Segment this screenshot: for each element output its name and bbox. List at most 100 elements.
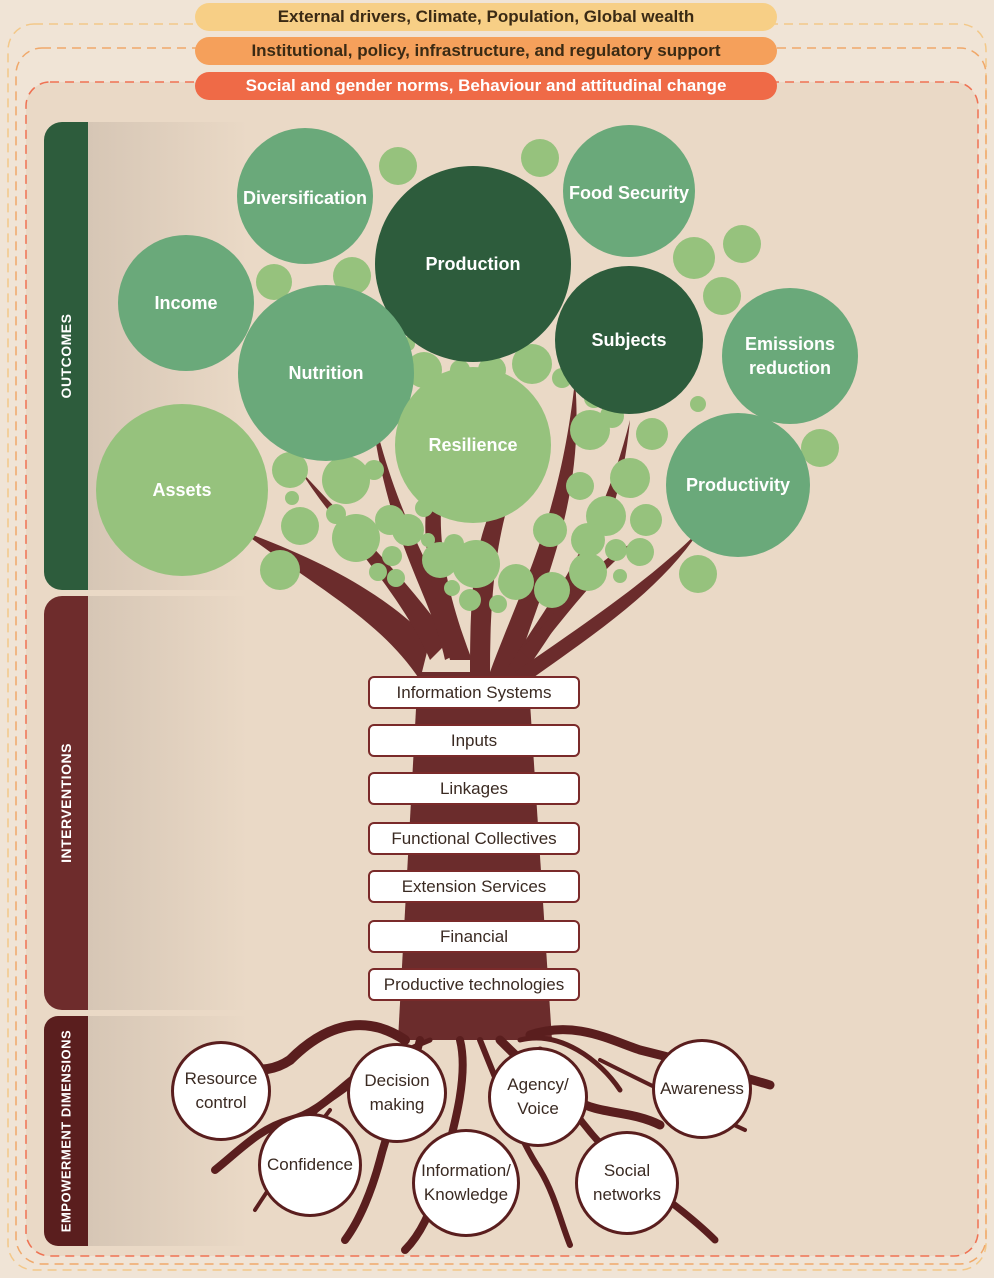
small-bubble: [636, 418, 668, 450]
empowerment-circle: [488, 1047, 588, 1147]
outcome-bubbles: [96, 125, 858, 576]
empowerment-label: Social networks: [593, 1159, 661, 1207]
small-bubble: [256, 264, 292, 300]
outcome-bubble-resilience: [395, 367, 551, 523]
small-bubble: [610, 458, 650, 498]
outcome-label-line: Productivity: [685, 475, 791, 495]
small-bubble: [690, 396, 706, 412]
outcome-bubble-productivity: [666, 413, 810, 557]
small-bubble: [387, 569, 405, 587]
small-bubble: [379, 147, 417, 185]
small-bubble: [260, 550, 300, 590]
empowerment-bar: [44, 1016, 88, 1246]
small-bubble: [382, 546, 402, 566]
outcome-bubble-emissions-reduction: [722, 288, 858, 424]
small-bubble: [679, 555, 717, 593]
small-bubble: [569, 553, 607, 591]
outcome-label-line: Emissions: [744, 334, 836, 354]
outcome-bubble-subjects: [555, 266, 703, 414]
outcome-label: Nutrition: [289, 361, 364, 385]
small-bubble: [512, 344, 552, 384]
outcome-bubble-production: [375, 166, 571, 362]
small-bubble: [566, 472, 594, 500]
empowerment-label-line: making: [369, 1095, 425, 1114]
intervention-item: Information Systems: [368, 676, 580, 709]
small-bubble: [570, 410, 610, 450]
empowerment-circle: [258, 1113, 362, 1217]
small-bubble: [605, 539, 627, 561]
intervention-item: Financial: [368, 920, 580, 953]
band-social-norms: Social and gender norms, Behaviour and a…: [195, 72, 777, 100]
intervention-item: Productive technologies: [368, 968, 580, 1001]
outcome-label-line: Nutrition: [288, 363, 364, 383]
intervention-item: Extension Services: [368, 870, 580, 903]
empowerment-label: Decision making: [364, 1069, 429, 1117]
outcome-label: Subjects: [591, 328, 666, 352]
empowerment-circle: [412, 1129, 520, 1237]
outcome-label-line: Diversification: [242, 188, 368, 208]
empowerment-label-line: Decision: [364, 1071, 430, 1090]
outcome-label: Income: [154, 291, 217, 315]
empowerment-circle: [347, 1043, 447, 1143]
band-institutional-support: Institutional, policy, infrastructure, a…: [195, 37, 777, 65]
outcome-label: Diversification: [243, 186, 367, 210]
small-bubble: [452, 540, 500, 588]
small-bubble: [498, 564, 534, 600]
interventions-bar: [44, 596, 88, 1010]
small-bubble: [392, 514, 424, 546]
outcome-label-line: Resilience: [428, 435, 518, 455]
small-bubble: [571, 523, 605, 557]
outcome-label-line: Income: [154, 293, 218, 313]
small-bubble: [369, 563, 387, 581]
empowerment-label-line: Information/: [421, 1161, 511, 1180]
small-bubble: [444, 580, 460, 596]
small-bubble: [281, 507, 319, 545]
empowerment-label-line: Agency/: [507, 1075, 569, 1094]
small-bubble: [801, 429, 839, 467]
empowerment-circle: [652, 1039, 752, 1139]
small-bubble: [333, 257, 371, 295]
outcome-label-line: Subjects: [591, 330, 667, 350]
empowerment-label: Awareness: [660, 1077, 744, 1101]
small-bubble: [534, 572, 570, 608]
small-bubble: [533, 513, 567, 547]
outcome-label: Assets: [152, 478, 211, 502]
small-bubble: [723, 225, 761, 263]
small-bubbles: [256, 139, 839, 613]
small-bubble: [332, 514, 380, 562]
empowerment-label: Agency/Voice: [507, 1073, 568, 1121]
small-bubble: [322, 456, 370, 504]
empowerment-circle: [171, 1041, 271, 1141]
outcome-label: Emissions reduction: [745, 332, 835, 380]
small-bubble: [613, 569, 627, 583]
small-bubble: [444, 534, 464, 554]
small-bubble: [630, 504, 662, 536]
interventions-panel: [88, 596, 248, 1010]
outcome-label: Productivity: [686, 473, 790, 497]
outcome-bubble-food-security: [563, 125, 695, 257]
small-bubble: [673, 237, 715, 279]
intervention-item: Functional Collectives: [368, 822, 580, 855]
outcome-label: Resilience: [428, 433, 517, 457]
empowerment-label-line: networks: [592, 1185, 662, 1204]
empowerment-label: Confidence: [267, 1153, 353, 1177]
outcome-label-line: Assets: [152, 480, 212, 500]
small-bubble: [364, 460, 384, 480]
outcome-bubble-assets: [96, 404, 268, 576]
outcome-label-line: Production: [425, 254, 521, 274]
outcome-bubble-nutrition: [238, 285, 414, 461]
outcome-label: Production: [426, 252, 521, 276]
empowerment-label: Information/Knowledge: [421, 1159, 511, 1207]
small-bubble: [489, 595, 507, 613]
empowerment-label-line: Social: [603, 1161, 651, 1180]
small-bubble: [285, 491, 299, 505]
intervention-item: Inputs: [368, 724, 580, 757]
small-bubble: [459, 589, 481, 611]
small-bubble: [421, 533, 435, 547]
outcome-label-line: reduction: [748, 358, 832, 378]
empowerment-label-line: Awareness: [660, 1079, 744, 1098]
empowerment-label-line: control: [195, 1093, 247, 1112]
intervention-item: Linkages: [368, 772, 580, 805]
